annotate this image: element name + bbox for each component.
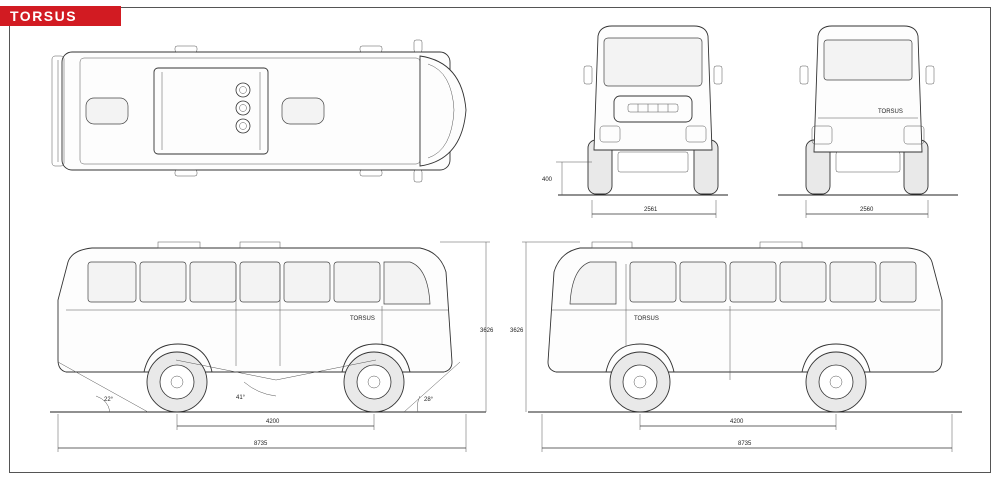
approach-angle-label: 22° [104, 397, 114, 403]
rear-badge: TORSUS [878, 109, 903, 115]
right-height-label: 3626 [510, 328, 524, 334]
top-view [51, 39, 467, 183]
right-side-view: TORSUS 3626 4200 8735 [510, 241, 962, 452]
left-height-label: 3626 [480, 328, 494, 334]
rear-view: TORSUS [799, 25, 935, 195]
upper-dimensions: 400 2561 2560 [542, 161, 958, 218]
right-wheelbase-label: 4200 [730, 419, 744, 425]
left-side-view: TORSUS 22° 41° 28° 3626 [50, 241, 494, 452]
front-track-label: 2561 [644, 207, 658, 213]
left-wheelbase-label: 4200 [266, 419, 280, 425]
torsus-logo: TORSUS [0, 6, 121, 26]
right-side-badge: TORSUS [634, 316, 659, 322]
drawing-frame [9, 7, 991, 473]
departure-angle-label: 28° [424, 397, 434, 403]
right-length-label: 8735 [738, 441, 752, 447]
breakover-angle-label: 41° [236, 395, 246, 401]
left-length-label: 8735 [254, 441, 268, 447]
rear-track-label: 2560 [860, 207, 874, 213]
front-view [583, 25, 723, 195]
ground-clearance-label: 400 [542, 177, 553, 183]
left-side-badge: TORSUS [350, 316, 375, 322]
